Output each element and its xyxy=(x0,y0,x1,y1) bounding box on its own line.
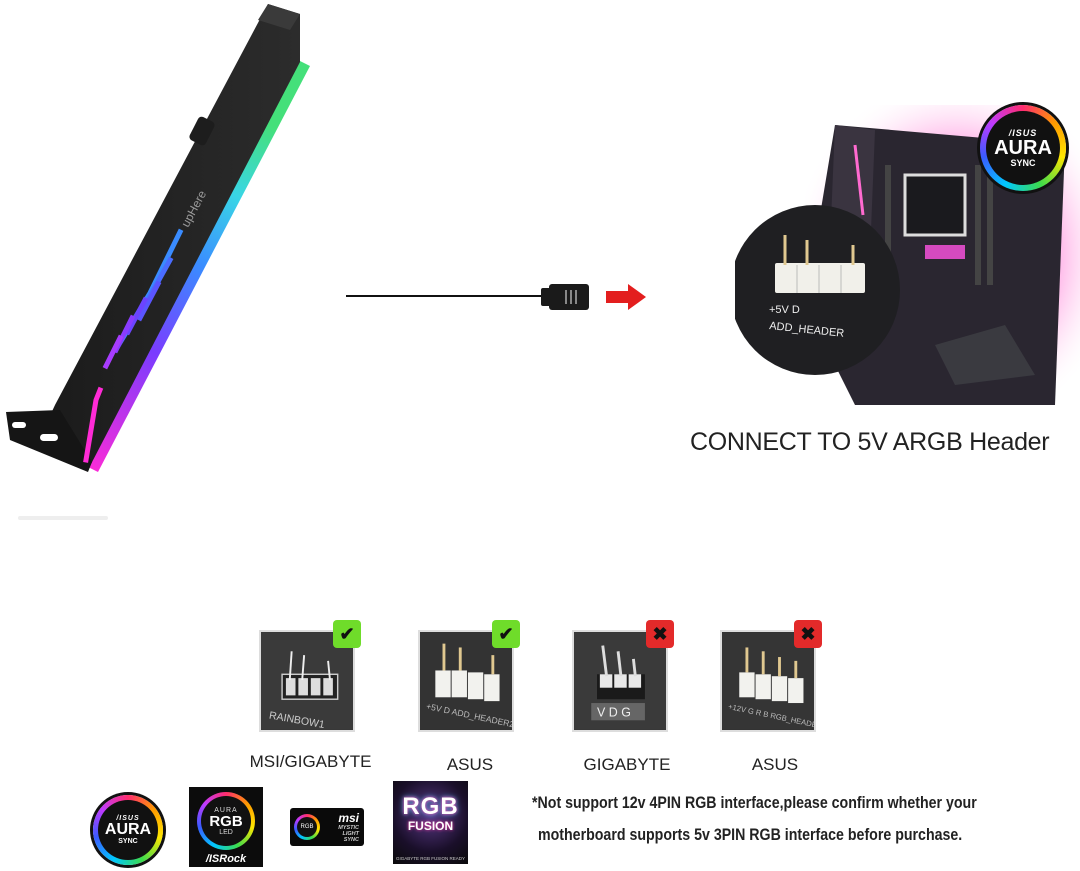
right-arrow-icon xyxy=(606,284,646,310)
asus-aura-sync-badge: /ISUS AURA SYNC xyxy=(980,105,1066,191)
argb-cable xyxy=(346,295,542,297)
asus-aura-sync-logo: /ISUS AURA SYNC xyxy=(93,795,163,865)
x-icon: ✖ xyxy=(646,620,674,648)
svg-text:V D G: V D G xyxy=(597,705,631,719)
compat-card-gigabyte-unsupported: V D G ✖ xyxy=(572,620,674,732)
badge-brand: /ISUS xyxy=(1008,128,1038,138)
notice-line-1: *Not support 12v 4PIN RGB interface,plea… xyxy=(532,794,977,812)
x-icon: ✖ xyxy=(794,620,822,648)
product-shadow xyxy=(18,516,108,520)
check-icon: ✔ xyxy=(333,620,361,648)
compat-card-msi-gigabyte: RAINBOW1 ✔ xyxy=(259,620,361,732)
compat-label-msi-gigabyte: MSI/GIGABYTE xyxy=(249,752,372,771)
asrock-aura-rgb-led-logo: AURA RGB LED /ISRock xyxy=(189,787,263,867)
msi-mystic-light-sync-logo: RGB msi MYSTIC LIGHT SYNC xyxy=(290,808,364,846)
header-photo: V D G xyxy=(572,630,668,732)
badge-title: AURA xyxy=(994,137,1052,159)
compat-label-asus-supported: ASUS xyxy=(446,755,494,774)
header-pin-labels: +5V D xyxy=(769,304,800,316)
compat-card-asus-unsupported: +12V G R B RGB_HEADER2 ✖ xyxy=(720,620,822,732)
gigabyte-rgb-fusion-logo: RGB FUSION GIGABYTE RGB FUSION READY xyxy=(393,781,468,864)
check-icon: ✔ xyxy=(492,620,520,648)
connect-caption: CONNECT TO 5V ARGB Header xyxy=(690,428,1050,456)
compat-card-asus-supported: +5V D ADD_HEADER2 ✔ xyxy=(418,620,520,732)
product-light-bar-image: upHere xyxy=(0,0,320,520)
compat-label-gigabyte: GIGABYTE xyxy=(583,755,671,774)
gpu-bracket-illustration: upHere xyxy=(6,4,310,472)
compat-label-asus-unsupported: ASUS xyxy=(751,755,799,774)
badge-subtitle: SYNC xyxy=(1010,158,1036,168)
argb-connector-icon xyxy=(541,284,589,310)
notice-line-2: motherboard supports 5v 3PIN RGB interfa… xyxy=(538,826,963,844)
